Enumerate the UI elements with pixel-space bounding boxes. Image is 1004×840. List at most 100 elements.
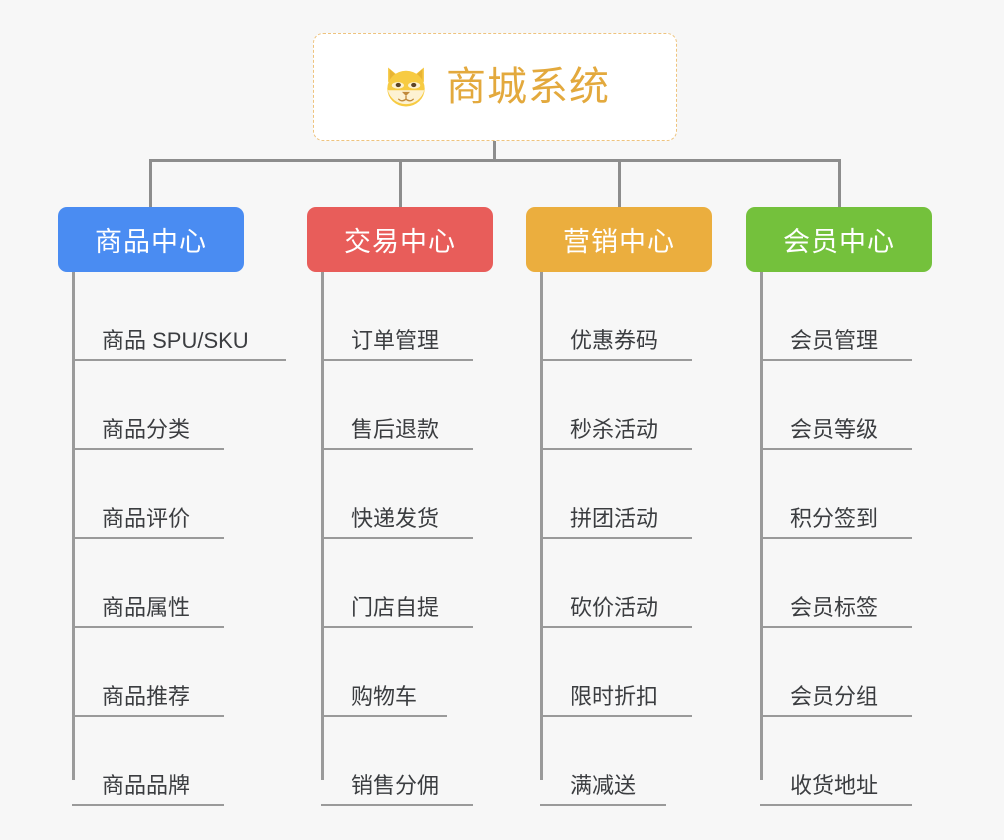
- list-item[interactable]: 销售分佣: [321, 717, 543, 806]
- leaf-rule: [321, 448, 473, 450]
- leaf-rule: [72, 448, 224, 450]
- category-column-product: 商品中心 商品 SPU/SKU 商品分类 商品评价 商品属性 商品推荐: [58, 207, 318, 806]
- connector-drop-3: [618, 159, 621, 209]
- category-box-marketing[interactable]: 营销中心: [526, 207, 712, 272]
- list-item[interactable]: 售后退款: [321, 361, 543, 450]
- leaf-rule: [760, 715, 912, 717]
- category-label-member: 会员中心: [783, 227, 895, 257]
- leaf-rule: [760, 626, 912, 628]
- leaf-label: 积分签到: [790, 506, 879, 531]
- list-item[interactable]: 商品推荐: [72, 628, 318, 717]
- list-item[interactable]: 会员等级: [760, 361, 976, 450]
- branch-member: 会员管理 会员等级 积分签到 会员标签 会员分组 收货地址: [760, 272, 976, 806]
- leaf-label: 销售分佣: [351, 773, 440, 798]
- leaf-rule: [760, 359, 912, 361]
- leaf-rule: [760, 448, 912, 450]
- list-item[interactable]: 商品分类: [72, 361, 318, 450]
- leaf-rule: [540, 359, 692, 361]
- list-item[interactable]: 商品品牌: [72, 717, 318, 806]
- list-item[interactable]: 快递发货: [321, 450, 543, 539]
- leaf-label: 商品分类: [102, 417, 191, 442]
- list-item[interactable]: 满减送: [540, 717, 758, 806]
- leaf-rule: [540, 448, 692, 450]
- connector-drop-4: [838, 159, 841, 209]
- branch-product: 商品 SPU/SKU 商品分类 商品评价 商品属性 商品推荐 商品品牌: [72, 272, 318, 806]
- list-item[interactable]: 订单管理: [321, 272, 543, 361]
- leaf-label: 购物车: [351, 684, 418, 709]
- leaf-rule: [72, 715, 224, 717]
- category-label-marketing: 营销中心: [563, 227, 675, 257]
- leaf-label: 商品推荐: [102, 684, 191, 709]
- list-item[interactable]: 购物车: [321, 628, 543, 717]
- list-item[interactable]: 砍价活动: [540, 539, 758, 628]
- branch-stem-member: [760, 272, 763, 780]
- category-box-member[interactable]: 会员中心: [746, 207, 932, 272]
- branch-trade: 订单管理 售后退款 快递发货 门店自提 购物车 销售分佣: [321, 272, 543, 806]
- connector-drop-2: [399, 159, 402, 209]
- leaf-label: 售后退款: [351, 417, 440, 442]
- category-box-product[interactable]: 商品中心: [58, 207, 244, 272]
- leaf-label: 商品属性: [102, 595, 191, 620]
- category-column-marketing: 营销中心 优惠券码 秒杀活动 拼团活动 砍价活动 限时折扣: [526, 207, 758, 806]
- leaf-label: 收货地址: [790, 773, 879, 798]
- leaf-label: 门店自提: [351, 595, 440, 620]
- leaf-label: 优惠券码: [570, 328, 659, 353]
- category-column-trade: 交易中心 订单管理 售后退款 快递发货 门店自提 购物车: [307, 207, 543, 806]
- leaf-label: 会员分组: [790, 684, 879, 709]
- branch-stem-marketing: [540, 272, 543, 780]
- leaf-rule: [72, 626, 224, 628]
- list-item[interactable]: 收货地址: [760, 717, 976, 806]
- leaf-label: 商品评价: [102, 506, 191, 531]
- connector-root-stem: [493, 141, 496, 162]
- connector-drop-1: [149, 159, 152, 209]
- leaf-label: 砍价活动: [570, 595, 659, 620]
- leaf-rule: [540, 626, 692, 628]
- list-item[interactable]: 门店自提: [321, 539, 543, 628]
- leaf-rule: [540, 537, 692, 539]
- connector-horizontal-bar: [149, 159, 840, 162]
- branch-marketing: 优惠券码 秒杀活动 拼团活动 砍价活动 限时折扣 满减送: [540, 272, 758, 806]
- leaf-label: 会员标签: [790, 595, 879, 620]
- list-item[interactable]: 积分签到: [760, 450, 976, 539]
- shiba-dog-face-icon: [387, 67, 425, 107]
- leaf-rule: [321, 359, 473, 361]
- leaf-rule: [321, 715, 447, 717]
- leaf-label: 订单管理: [351, 328, 440, 353]
- leaf-rule: [760, 804, 912, 806]
- root-node[interactable]: 商城系统: [313, 33, 677, 141]
- leaf-rule: [72, 359, 286, 361]
- leaf-label: 快递发货: [351, 506, 440, 531]
- category-column-member: 会员中心 会员管理 会员等级 积分签到 会员标签 会员分组: [746, 207, 976, 806]
- list-item[interactable]: 会员标签: [760, 539, 976, 628]
- leaf-label: 满减送: [570, 773, 637, 798]
- leaf-label: 商品品牌: [102, 773, 191, 798]
- leaf-rule: [321, 804, 473, 806]
- branch-stem-trade: [321, 272, 324, 780]
- root-title: 商城系统: [446, 65, 610, 109]
- leaf-rule: [72, 537, 224, 539]
- leaf-rule: [540, 715, 692, 717]
- list-item[interactable]: 商品 SPU/SKU: [72, 272, 318, 361]
- leaf-rule: [540, 804, 666, 806]
- list-item[interactable]: 秒杀活动: [540, 361, 758, 450]
- category-label-product: 商品中心: [95, 227, 207, 257]
- leaf-rule: [760, 537, 912, 539]
- leaf-label: 会员等级: [790, 417, 879, 442]
- list-item[interactable]: 优惠券码: [540, 272, 758, 361]
- list-item[interactable]: 限时折扣: [540, 628, 758, 717]
- category-label-trade: 交易中心: [344, 227, 456, 257]
- leaf-label: 拼团活动: [570, 506, 659, 531]
- list-item[interactable]: 会员管理: [760, 272, 976, 361]
- list-item[interactable]: 拼团活动: [540, 450, 758, 539]
- list-item[interactable]: 会员分组: [760, 628, 976, 717]
- leaf-label: 秒杀活动: [570, 417, 659, 442]
- list-item[interactable]: 商品评价: [72, 450, 318, 539]
- leaf-label: 限时折扣: [570, 684, 659, 709]
- leaf-rule: [321, 626, 473, 628]
- leaf-rule: [321, 537, 473, 539]
- branch-stem-product: [72, 272, 75, 780]
- leaf-label: 会员管理: [790, 328, 879, 353]
- category-box-trade[interactable]: 交易中心: [307, 207, 493, 272]
- list-item[interactable]: 商品属性: [72, 539, 318, 628]
